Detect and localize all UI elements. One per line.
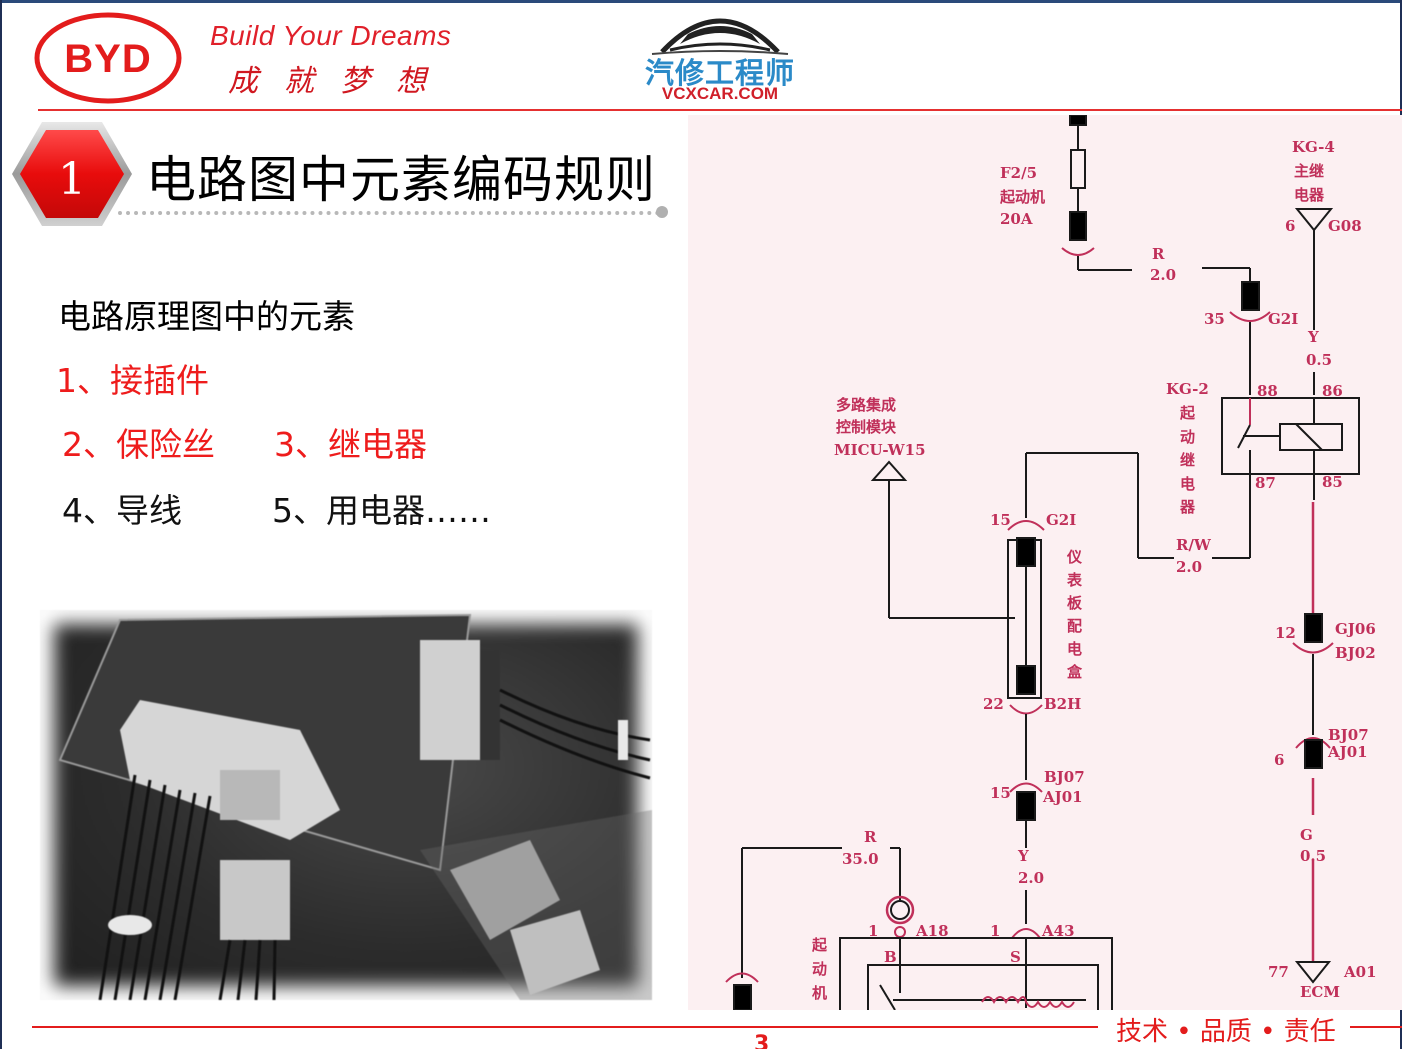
svg-text:器: 器 xyxy=(1179,498,1196,516)
list-item-load: 5、用电器…… xyxy=(272,491,491,530)
svg-text:MICU-W15: MICU-W15 xyxy=(834,441,926,459)
elements-intro: 电路原理图中的元素 xyxy=(58,297,355,336)
svg-text:AJ01: AJ01 xyxy=(1042,788,1083,806)
svg-text:主继: 主继 xyxy=(1294,162,1324,180)
svg-text:G08: G08 xyxy=(1328,217,1362,235)
svg-text:G2I: G2I xyxy=(1268,310,1298,328)
svg-text:A01: A01 xyxy=(1343,963,1377,981)
footer-divider-left xyxy=(32,1026,1098,1028)
svg-text:87: 87 xyxy=(1255,474,1276,492)
section-number: 1 xyxy=(58,154,86,205)
byd-logo-icon: BYD xyxy=(34,12,182,104)
svg-text:控制模块: 控制模块 xyxy=(836,418,897,436)
svg-text:A18: A18 xyxy=(915,922,949,940)
svg-text:88: 88 xyxy=(1257,382,1278,400)
svg-text:2.0: 2.0 xyxy=(1150,266,1176,284)
svg-text:机: 机 xyxy=(812,984,827,1002)
svg-text:Y: Y xyxy=(1307,328,1319,346)
svg-text:电器: 电器 xyxy=(1294,186,1325,204)
svg-text:2.0: 2.0 xyxy=(1018,869,1044,887)
page-number: 3 xyxy=(754,1034,770,1049)
list-item-connector: 1、接插件 xyxy=(56,361,209,400)
footer-motto: 技术 • 品质 • 责任 xyxy=(1116,1017,1336,1047)
slogan-chinese: 成就梦想 xyxy=(228,64,452,99)
svg-text:A43: A43 xyxy=(1041,922,1075,940)
footer-divider-right xyxy=(1350,1026,1402,1028)
header-divider xyxy=(38,109,1402,111)
svg-text:R/W: R/W xyxy=(1176,536,1212,554)
section-number-badge: 1 xyxy=(12,122,132,226)
svg-text:F2/5: F2/5 xyxy=(1000,164,1037,182)
svg-text:G2I: G2I xyxy=(1046,511,1076,529)
svg-text:仪: 仪 xyxy=(1066,548,1083,566)
list-item-wire: 4、导线 xyxy=(62,491,182,530)
svg-text:35.0: 35.0 xyxy=(842,850,879,868)
svg-text:BJ02: BJ02 xyxy=(1335,644,1376,662)
svg-text:电: 电 xyxy=(1180,475,1195,493)
svg-text:AJ01: AJ01 xyxy=(1327,743,1368,761)
svg-text:1: 1 xyxy=(868,922,878,940)
svg-text:22: 22 xyxy=(983,695,1004,713)
connectors-illustration-icon xyxy=(58,613,652,1000)
svg-text:1: 1 xyxy=(990,922,1000,940)
svg-text:35: 35 xyxy=(1204,310,1225,328)
svg-text:B2H: B2H xyxy=(1044,695,1081,713)
svg-text:6: 6 xyxy=(1274,751,1284,769)
byd-logo-text: BYD xyxy=(64,37,151,81)
partner-logo-url: VCXCAR.COM xyxy=(661,84,779,103)
partner-logo-chinese: 汽修工程师 xyxy=(644,56,795,90)
svg-text:77: 77 xyxy=(1268,963,1289,981)
wiring-diagram: F2/5 起动机 20A R 2.0 35 G2I KG-4 主继 电器 6 G… xyxy=(688,114,1402,1026)
car-silhouette-icon xyxy=(651,18,789,55)
svg-text:BJ07: BJ07 xyxy=(1328,726,1369,744)
svg-text:表: 表 xyxy=(1067,571,1083,589)
svg-text:电: 电 xyxy=(1067,640,1082,658)
svg-text:15: 15 xyxy=(990,784,1011,802)
starter-circuit-schematic: F2/5 起动机 20A R 2.0 35 G2I KG-4 主继 电器 6 G… xyxy=(725,114,1377,1026)
svg-text:R: R xyxy=(1152,245,1165,263)
title-dotted-rule xyxy=(118,211,660,215)
svg-text:R: R xyxy=(864,828,877,846)
svg-text:85: 85 xyxy=(1322,473,1343,491)
svg-text:S: S xyxy=(1010,948,1021,966)
slide-left-border xyxy=(0,0,2,1049)
title-rule-end-dot xyxy=(656,206,668,218)
svg-text:G: G xyxy=(1300,826,1313,844)
connectors-photo xyxy=(40,610,652,1000)
svg-text:板: 板 xyxy=(1067,594,1083,612)
slide-top-border xyxy=(0,0,1402,3)
svg-text:起: 起 xyxy=(1179,404,1196,422)
section-title: 电路图中元素编码规则 xyxy=(146,151,656,209)
svg-text:多路集成: 多路集成 xyxy=(836,396,896,414)
svg-text:B: B xyxy=(884,948,897,966)
svg-text:动: 动 xyxy=(1180,428,1195,446)
svg-text:ECM: ECM xyxy=(1300,983,1340,1001)
svg-text:12: 12 xyxy=(1275,624,1296,642)
svg-text:继: 继 xyxy=(1180,451,1195,469)
svg-text:起: 起 xyxy=(811,936,828,954)
svg-text:KG-2: KG-2 xyxy=(1166,380,1209,398)
svg-text:KG-4: KG-4 xyxy=(1292,138,1335,156)
svg-text:2.0: 2.0 xyxy=(1176,558,1202,576)
svg-text:GJ06: GJ06 xyxy=(1335,620,1376,638)
svg-text:15: 15 xyxy=(990,511,1011,529)
svg-text:0.5: 0.5 xyxy=(1306,351,1332,369)
slogan-english: Build Your Dreams xyxy=(210,20,452,51)
svg-text:20A: 20A xyxy=(1000,210,1033,228)
svg-text:起动机: 起动机 xyxy=(999,188,1045,206)
list-item-relay: 3、继电器 xyxy=(274,425,427,464)
svg-text:Y: Y xyxy=(1017,847,1029,865)
svg-text:6: 6 xyxy=(1285,217,1295,235)
svg-text:配: 配 xyxy=(1067,617,1082,635)
svg-text:BJ07: BJ07 xyxy=(1044,768,1085,786)
svg-text:动: 动 xyxy=(812,960,827,978)
svg-text:86: 86 xyxy=(1322,382,1343,400)
svg-text:盒: 盒 xyxy=(1066,663,1083,681)
list-item-fuse: 2、保险丝 xyxy=(62,425,215,464)
svg-text:0.5: 0.5 xyxy=(1300,847,1326,865)
